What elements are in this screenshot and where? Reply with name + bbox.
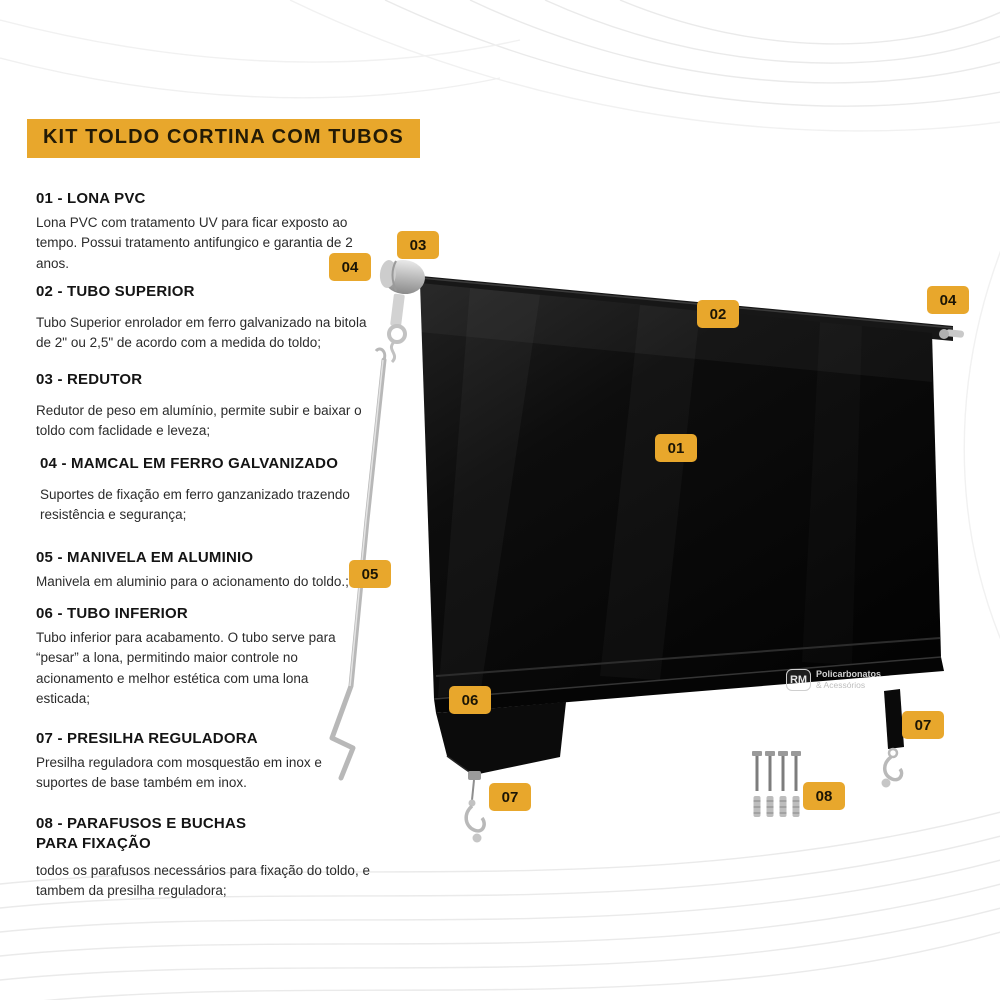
awning-tarp — [420, 283, 941, 699]
callout-04-mancal-right: 04 — [927, 286, 969, 314]
section-body: Tubo inferior para acabamento. O tubo se… — [36, 630, 336, 706]
page-title: KIT TOLDO CORTINA COM TUBOS — [27, 119, 420, 158]
callout-05-manivela: 05 — [349, 560, 391, 588]
section-heading: 03 - REDUTOR — [36, 371, 143, 388]
section-heading: 06 - TUBO INFERIOR — [36, 605, 188, 622]
brand-logo: RM — [786, 669, 811, 691]
right-strap-hook — [881, 747, 904, 788]
callout-01-lona: 01 — [655, 434, 697, 462]
section-mancal: 04 - MAMCAL EM FERRO GALVANIZADO Suporte… — [40, 455, 385, 526]
section-tubo-superior: 02 - TUBO SUPERIOR Tubo Superior enrolad… — [36, 283, 381, 354]
section-manivela: 05 - MANIVELA EM ALUMINIO Manivela em al… — [36, 549, 381, 592]
callout-07-presilha-left: 07 — [489, 783, 531, 811]
section-body: Lona PVC com tratamento UV para ficar ex… — [36, 215, 353, 271]
section-presilha: 07 - PRESILHA REGULADORA Presilha regula… — [36, 730, 352, 794]
section-body: Tubo Superior enrolador em ferro galvani… — [36, 315, 367, 351]
section-lona-pvc: 01 - LONA PVC Lona PVC com tratamento UV… — [36, 190, 381, 274]
callout-02-tubo-superior: 02 — [697, 300, 739, 328]
callout-07-presilha-right: 07 — [902, 711, 944, 739]
section-body: Manivela em aluminio para o acionamento … — [36, 574, 349, 589]
callout-08-parafusos: 08 — [803, 782, 845, 810]
roller-reducer — [379, 259, 425, 364]
brand-watermark: RM Policarbonatos & Acessórios — [786, 669, 881, 691]
section-body: Suportes de fixação em ferro ganzanizado… — [40, 487, 350, 523]
section-heading: 05 - MANIVELA EM ALUMINIO — [36, 549, 254, 566]
right-bracket-pin — [939, 329, 964, 339]
left-strap-hook — [464, 771, 486, 843]
callout-06-tubo-inferior: 06 — [449, 686, 491, 714]
section-heading: 08 - PARAFUSOS E BUCHAS PARA FIXAÇÃO — [36, 815, 247, 853]
callout-03-redutor: 03 — [397, 231, 439, 259]
section-heading: 07 - PRESILHA REGULADORA — [36, 730, 258, 747]
callout-04-mancal-left: 04 — [329, 253, 371, 281]
crank-handle — [329, 347, 387, 781]
section-body: todos os parafusos necessários para fixa… — [36, 862, 370, 898]
section-heading: 02 - TUBO SUPERIOR — [36, 283, 195, 300]
section-body: Redutor de peso em alumínio, permite sub… — [36, 403, 362, 439]
section-heading: 04 - MAMCAL EM FERRO GALVANIZADO — [40, 455, 339, 472]
bottom-tube — [433, 656, 944, 713]
section-parafusos: 08 - PARAFUSOS E BUCHAS PARA FIXAÇÃO tod… — [36, 814, 381, 901]
section-heading: 01 - LONA PVC — [36, 190, 146, 207]
brand-line2: & Acessórios — [816, 680, 866, 691]
section-body: Presilha reguladora com mosquestão em in… — [36, 755, 322, 791]
right-strap — [884, 689, 904, 749]
section-tubo-inferior: 06 - TUBO INFERIOR Tubo inferior para ac… — [36, 605, 352, 709]
brand-line1: Policarbonatos — [816, 669, 882, 680]
screws-and-anchors — [752, 751, 801, 817]
section-redutor: 03 - REDUTOR Redutor de peso em alumínio… — [36, 371, 381, 442]
